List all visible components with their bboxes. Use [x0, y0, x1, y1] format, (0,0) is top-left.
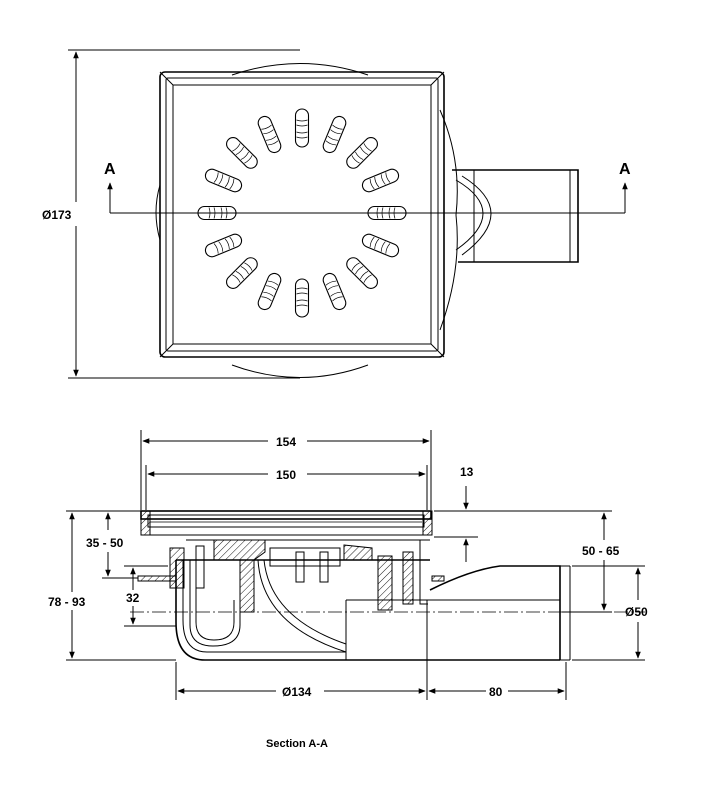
dim-50-65: 50 - 65	[582, 544, 620, 558]
section-caption: Section A-A	[266, 738, 328, 750]
dim-diameter-50: Ø50	[625, 605, 648, 619]
grate-slot	[204, 233, 243, 258]
grate-frame	[159, 71, 445, 358]
grate-slot	[322, 115, 347, 154]
outlet-pipe-section	[346, 565, 571, 661]
dim-diameter-134: Ø134	[282, 685, 312, 699]
dim-diameter-173: Ø173	[42, 208, 72, 222]
drain-body	[169, 539, 560, 661]
grate-slot	[322, 272, 347, 311]
section-view: 154 150 13	[48, 430, 648, 700]
grate-slot	[226, 137, 258, 169]
outlet-pipe-top	[452, 169, 579, 263]
grate-slot	[346, 257, 378, 289]
dim-32: 32	[126, 591, 140, 605]
dim-35-50: 35 - 50	[86, 536, 124, 550]
grate-slot	[294, 108, 310, 148]
grate-slot	[204, 168, 243, 193]
dim-78-93: 78 - 93	[48, 595, 86, 609]
grate-slot	[294, 278, 310, 318]
dim-154: 154	[276, 435, 296, 449]
dim-150: 150	[276, 468, 296, 482]
grate-slot	[361, 233, 400, 258]
top-view: A A Ø173	[42, 49, 631, 379]
grate-slot	[257, 115, 282, 154]
grate-slot	[226, 257, 258, 289]
section-mark-left: A	[104, 161, 116, 178]
section-mark-right: A	[619, 161, 631, 178]
grate-section	[140, 510, 433, 536]
grate-slot	[346, 137, 378, 169]
dim-80: 80	[489, 685, 503, 699]
dim-13: 13	[460, 465, 474, 479]
grate-slot	[361, 168, 400, 193]
grate-slot	[257, 272, 282, 311]
